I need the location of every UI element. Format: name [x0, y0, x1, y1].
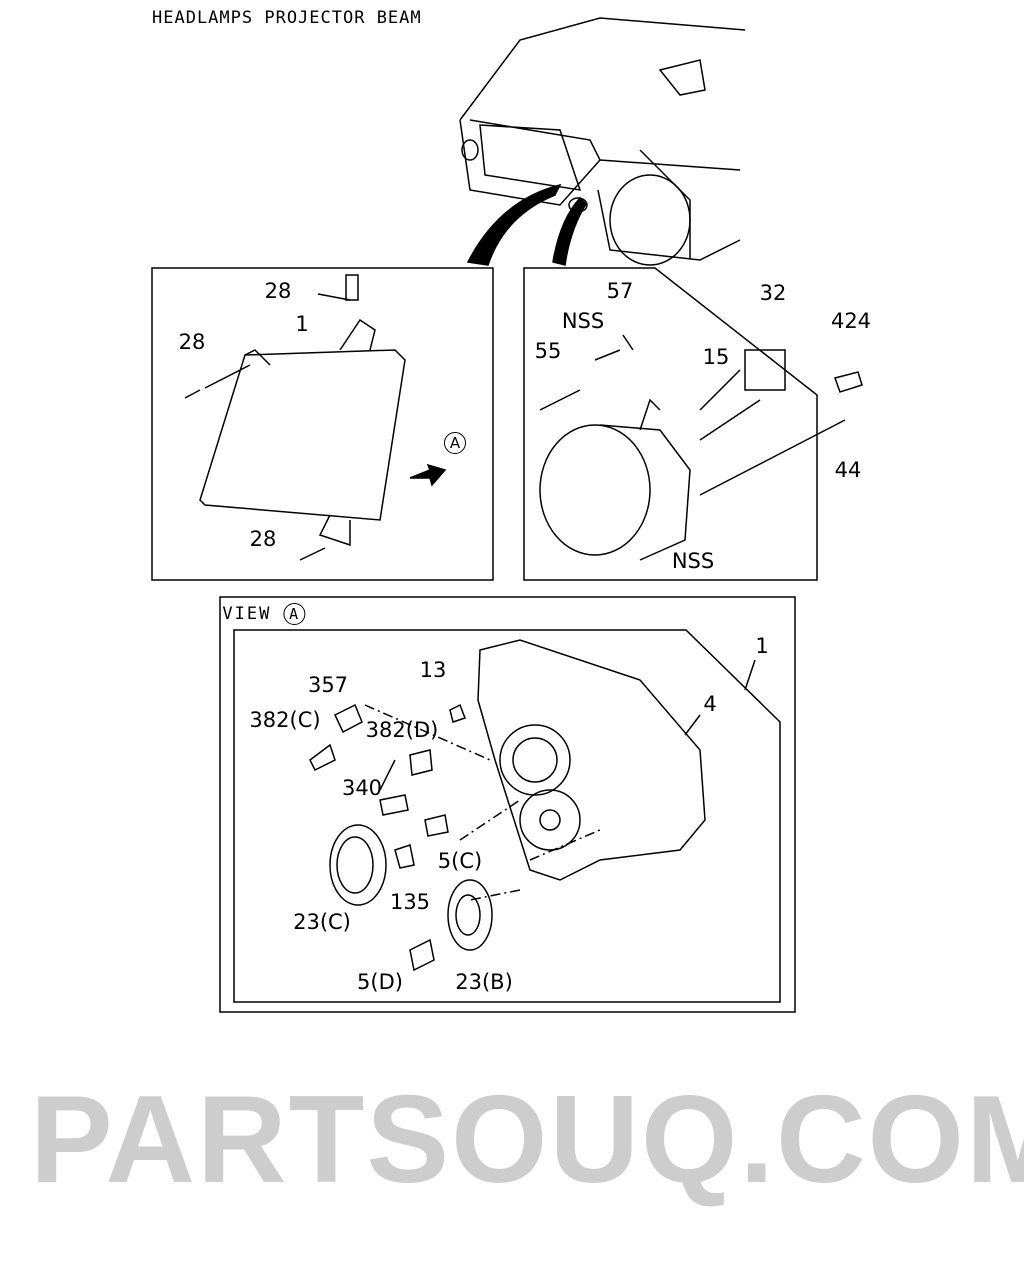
callout-32: 32 — [759, 281, 787, 305]
callout-5c: 5(C) — [437, 849, 483, 873]
callout-55: 55 — [534, 339, 562, 363]
callout-357: 357 — [307, 673, 349, 697]
callout-382d: 382(D) — [365, 718, 439, 742]
callout-nss-bottom: NSS — [671, 549, 715, 573]
callout-135: 135 — [389, 890, 431, 914]
watermark: PARTSOUQ.COM — [30, 1071, 1024, 1209]
callout-1: 1 — [295, 312, 309, 336]
callout-23b: 23(B) — [455, 970, 513, 994]
callout-28-top: 28 — [264, 279, 292, 303]
callout-44: 44 — [834, 458, 862, 482]
headlamp-housing — [477, 639, 706, 881]
callout-23c: 23(C) — [293, 910, 351, 934]
callout-340: 340 — [341, 776, 383, 800]
callout-28-bottom: 28 — [249, 527, 277, 551]
headlamp-lens — [199, 349, 406, 521]
callout-13: 13 — [419, 658, 447, 682]
diagram-title: HEADLAMPS PROJECTOR BEAM — [152, 8, 422, 28]
callout-4: 4 — [703, 692, 717, 716]
callout-57: 57 — [606, 279, 634, 303]
callout-382c: 382(C) — [249, 708, 321, 732]
callout-15: 15 — [702, 345, 730, 369]
callout-1-view: 1 — [755, 634, 769, 658]
fog-lamp-panel-frame — [523, 267, 818, 581]
headlamp-panel-frame — [151, 267, 494, 581]
view-a-outer-frame — [219, 596, 796, 1013]
view-a-title: VIEW A — [222, 603, 306, 625]
callout-28-left: 28 — [178, 330, 206, 354]
view-a-marker: A — [444, 430, 466, 454]
callout-5d: 5(D) — [357, 970, 403, 994]
view-a-inner-frame — [233, 629, 781, 1003]
callout-424: 424 — [830, 309, 872, 333]
fog-lamp-lens — [539, 424, 651, 556]
callout-nss-top: NSS — [561, 309, 605, 333]
vehicle-front-illustration — [459, 17, 746, 266]
